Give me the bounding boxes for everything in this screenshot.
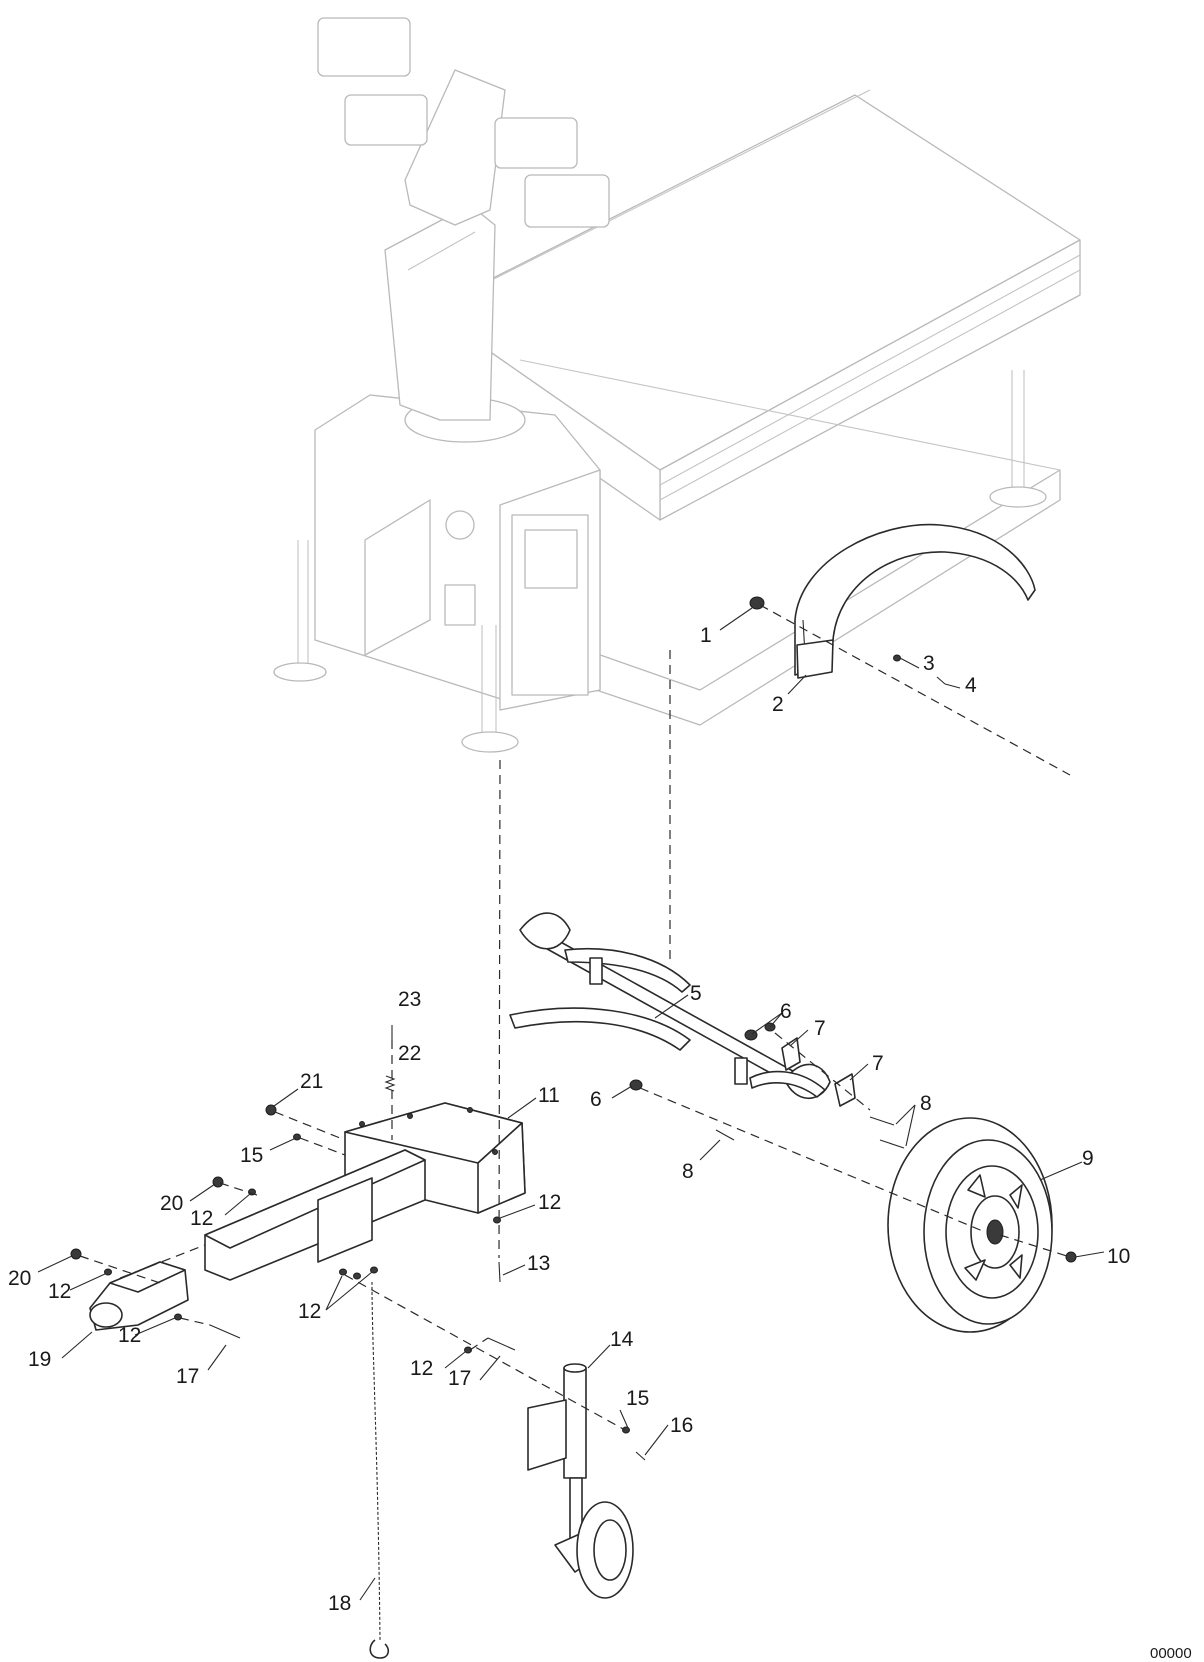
- callout-12-coupler-lower: 12: [118, 1324, 141, 1347]
- drawing-number: 00000: [1150, 1645, 1192, 1662]
- wheel-part: [887, 1117, 1053, 1333]
- axle-part: [509, 912, 831, 1100]
- callout-20-tongue: 20: [160, 1192, 183, 1215]
- callout-labels: 1 2 3 4 5 6 6 7 7 8 8 9 10 11 12 12 12 1…: [8, 624, 1192, 1662]
- wheel-nut-part: [1065, 1251, 1077, 1263]
- callout-18: 18: [328, 1592, 351, 1615]
- callout-17-jockey: 17: [448, 1367, 471, 1390]
- callout-11: 11: [538, 1084, 560, 1107]
- callout-12-tongue: 12: [190, 1207, 213, 1230]
- callout-21: 21: [300, 1070, 323, 1093]
- spring-part: [384, 1025, 396, 1092]
- callout-9: 9: [1082, 1147, 1094, 1170]
- callout-1: 1: [700, 624, 712, 647]
- callout-5: 5: [690, 982, 702, 1005]
- callout-15-jockey: 15: [626, 1387, 649, 1410]
- drawbar-part: [204, 1102, 526, 1281]
- callout-16: 16: [670, 1414, 693, 1437]
- tongue-bolt-part: [209, 1261, 646, 1461]
- callout-13: 13: [527, 1252, 550, 1275]
- assembly-lines: [79, 604, 1071, 1431]
- callout-7-lower: 7: [872, 1052, 884, 1075]
- leader-lines: [37, 607, 1105, 1601]
- fender-washer-part: [893, 654, 901, 662]
- callout-10: 10: [1107, 1245, 1130, 1268]
- callout-23: 23: [398, 988, 421, 1011]
- callout-4: 4: [965, 674, 977, 697]
- fender-bolt-part: [936, 676, 946, 685]
- fender-part: [794, 523, 1036, 679]
- coupler-part: [89, 1261, 189, 1331]
- callout-22: 22: [398, 1042, 421, 1065]
- shackle-bolt-part: [715, 1116, 905, 1149]
- tongue-nut-part: [70, 1104, 277, 1260]
- callout-15-tongue: 15: [240, 1144, 263, 1167]
- callout-20-coupler: 20: [8, 1267, 31, 1290]
- callout-12-drawbar: 12: [538, 1191, 561, 1214]
- callout-2: 2: [772, 693, 784, 716]
- safety-chain-part: [369, 1281, 390, 1659]
- callout-6-lower: 6: [590, 1088, 602, 1111]
- callout-14: 14: [610, 1328, 634, 1351]
- callout-7-upper: 7: [814, 1017, 826, 1040]
- jockey-wheel-part: [527, 1363, 634, 1599]
- callout-8-lower: 8: [682, 1160, 694, 1183]
- light-tower-trailer: [273, 17, 1081, 753]
- callout-12-coupler-upper: 12: [48, 1280, 71, 1303]
- callout-19: 19: [28, 1348, 51, 1371]
- callout-8-upper: 8: [920, 1092, 932, 1115]
- callout-12-jockey: 12: [410, 1357, 433, 1380]
- callout-12-chain: 12: [298, 1300, 321, 1323]
- tongue-washer-part: [104, 1133, 630, 1434]
- callout-17-coupler: 17: [176, 1365, 199, 1388]
- callout-3: 3: [923, 652, 935, 675]
- fender-nut-part: [749, 596, 765, 610]
- callout-6-upper: 6: [780, 1000, 792, 1023]
